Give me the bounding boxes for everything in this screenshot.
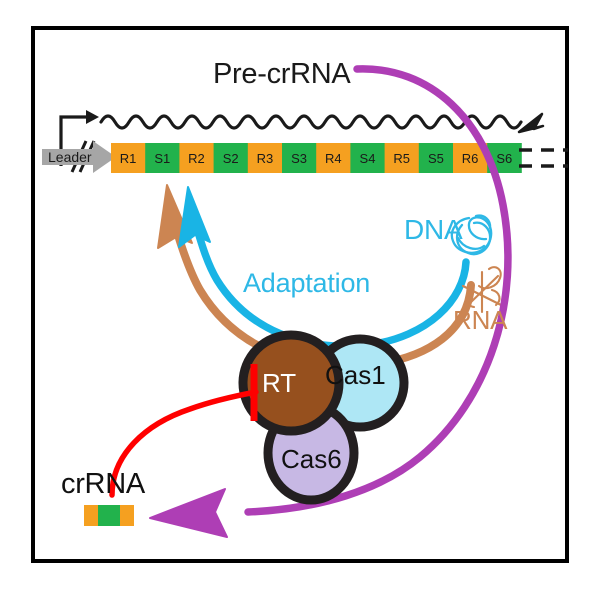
label-adaptation: Adaptation [243, 268, 371, 298]
array-block-s1[interactable] [145, 143, 180, 173]
dashed-continuation-icon [519, 148, 568, 168]
wavy-transcript-icon [99, 112, 545, 134]
rt-inhibition-line [109, 364, 259, 498]
label-pre-crrna: Pre-crRNA [213, 58, 351, 90]
array-block-s3[interactable] [282, 143, 317, 173]
crrna-segment-repeat-2 [120, 505, 134, 526]
array-block-r3[interactable] [247, 143, 283, 173]
protein-rt[interactable] [238, 330, 344, 436]
crrna-product [84, 505, 134, 526]
crispr-array [111, 143, 522, 173]
supercoiled-dna-scribble-icon [450, 214, 493, 256]
label-dna: DNA [404, 214, 463, 245]
pre-crrna-processing-arrow [149, 65, 512, 538]
array-block-s4[interactable] [350, 143, 385, 173]
array-block-r5[interactable] [384, 143, 420, 173]
array-block-s5[interactable] [418, 143, 454, 173]
array-block-r2[interactable] [179, 143, 214, 173]
crrna-segment-repeat-0 [84, 505, 98, 526]
array-block-s2[interactable] [213, 143, 249, 173]
label-leader: Leader [48, 149, 92, 165]
label-rna: RNA [453, 305, 508, 335]
array-block-r1[interactable] [111, 143, 146, 173]
array-block-r4[interactable] [316, 143, 351, 173]
crrna-segment-spacer-1 [98, 505, 120, 526]
folded-rna-scribble-icon [461, 266, 505, 314]
grey-arrow-leader-icon [42, 141, 116, 173]
label-crrna: crRNA [61, 468, 145, 500]
